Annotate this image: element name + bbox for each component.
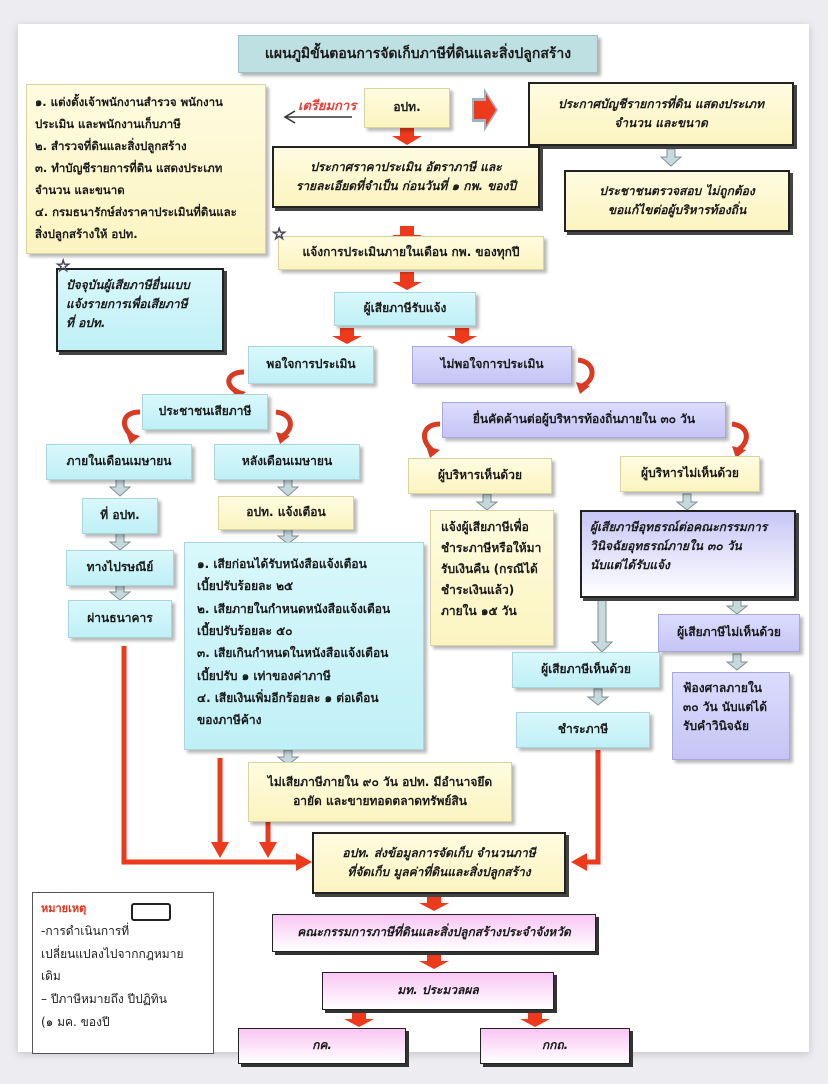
via-bank-node: ผ่านธนาคาร (68, 600, 172, 638)
satisfied-node: พอใจการประเมิน (248, 346, 374, 384)
people-pay-node: ประชาชนเสียภาษี (142, 394, 268, 430)
preparation-label: เตรียมการ (298, 99, 357, 114)
page-title: แผนภูมิขั้นตอนการจัดเก็บภาษีที่ดินและสิ่… (238, 35, 598, 73)
preparation-steps: ๑. แต่งตั้งเจ้าพนักงานสำรวจ พนักงาน ประเ… (26, 84, 266, 254)
penalties-node: ๑. เสียก่อนได้รับหนังสือแจ้งเตือน เบี้ยป… (184, 542, 424, 750)
appeal-node: ผู้เสียภาษีอุทธรณ์ต่อคณะกรรมการ วินิจฉัย… (580, 510, 796, 598)
node-line: รับเงินคืน (กรณีได้ (441, 562, 538, 576)
public-check-node: ประชาชนตรวจสอบ ไม่ถูกต้อง ขอแก้ไขต่อผู้บ… (564, 170, 790, 232)
star-icon: ☆ (55, 256, 71, 275)
penalty-line: ๑. เสียก่อนได้รับหนังสือแจ้งเตือน (197, 557, 367, 571)
node-line: ไม่เสียภาษีภายใน ๙๐ วัน อปท. มีอำนาจยึด (267, 774, 493, 789)
node-line: วินิจฉัยอุทธรณ์ภายใน ๓๐ วัน (590, 539, 742, 554)
kk-node: กค. (238, 1028, 406, 1064)
node-line: ประกาศบัญชีรายการที่ดิน แสดงประเภท (557, 96, 764, 111)
legend-line: เปลี่ยนแปลงไปจากกฎหมาย (41, 946, 184, 961)
penalty-line: ของภาษีค้าง (197, 713, 262, 728)
announce-price-node: ประกาศราคาประเมิน อัตราภาษี และ รายละเอี… (272, 146, 540, 208)
node-line: ๓๐ วัน นับแต่ได้ (683, 700, 767, 715)
prep-step: ๔. กรมธนารักษ์ส่งราคาประเมินที่ดินและ (35, 205, 237, 220)
penalty-line: เบี้ยปรับ ๑ เท่าของค่าภาษี (197, 668, 331, 683)
star-icon: ☆ (271, 224, 287, 243)
taxpayer-agree-node: ผู้เสียภาษีเห็นด้วย (512, 652, 660, 688)
node-line: ที่ อปท. (66, 316, 106, 331)
node-line: ผู้เสียภาษีอุทธรณ์ต่อคณะกรรมการ (590, 520, 768, 534)
legend-line: (๑ มค. ของปี (41, 1015, 110, 1030)
exec-disagree-node: ผู้บริหารไม่เห็นด้วย (620, 456, 760, 492)
exec-agree-node: ผู้บริหารเห็นด้วย (408, 458, 552, 494)
node-line: แจ้งผู้เสียภาษีเพื่อ (441, 520, 529, 534)
node-line: ปัจจุบันผู้เสียภาษียื่นแบบ (66, 278, 190, 292)
node-line: รายละเอียดที่จำเป็น ก่อนวันที่ ๑ กพ. ของ… (295, 179, 517, 193)
node-line: ที่จัดเก็บ มูลค่าที่ดินและสิ่งปลูกสร้าง (347, 865, 531, 879)
penalty-line: ๓. เสียเกินกำหนดในหนังสือแจ้งเตือน (197, 646, 389, 661)
at-opt-node: ที่ อปท. (82, 498, 158, 534)
seize-node: ไม่เสียภาษีภายใน ๙๐ วัน อปท. มีอำนาจยึด … (248, 762, 512, 822)
taxpayer-disagree-node: ผู้เสียภาษีไม่เห็นด้วย (658, 614, 800, 652)
not-satisfied-node: ไม่พอใจการประเมิน (412, 346, 572, 384)
node-line: อปท. ส่งข้อมูลการจัดเก็บ จำนวนภาษี (342, 845, 536, 860)
penalty-line: ๔. เสียเงินเพิ่มอีกร้อยละ ๑ ต่อเดือน (197, 690, 379, 705)
taxpayer-notified-node: ผู้เสียภาษีรับแจ้ง (334, 292, 476, 326)
refund-node: แจ้งผู้เสียภาษีเพื่อ ชำระภาษีหรือให้มา ร… (430, 510, 554, 646)
announce-list-node: ประกาศบัญชีรายการที่ดิน แสดงประเภท จำนวน… (528, 82, 794, 146)
opt-warn-node: อปท. แจ้งเตือน (218, 496, 354, 530)
node-line: ชำระภาษีหรือให้มา (441, 541, 542, 555)
node-line: ภายใน ๑๕ วัน (441, 604, 517, 618)
current-note-node: ปัจจุบันผู้เสียภาษียื่นแบบ แจ้งรายการเพื… (56, 268, 224, 352)
by-post-node: ทางไปรษณีย์ (66, 550, 174, 586)
penalty-line: ๒. เสียภายในกำหนดหนังสือแจ้งเตือน (197, 601, 391, 616)
after-april-node: หลังเดือนเมษายน (214, 444, 360, 480)
node-line: ชำระเงินแล้ว) (441, 583, 515, 597)
node-line: ประกาศราคาประเมิน อัตราภาษี และ (310, 159, 502, 174)
prep-step: ประเมิน และพนักงานเก็บภาษี (35, 117, 181, 132)
penalty-line: เบี้ยปรับร้อยละ ๒๕ (197, 579, 294, 594)
prep-step: จำนวน และขนาด (35, 183, 125, 198)
provincial-committee-node: คณะกรรมการภาษีที่ดินและสิ่งปลูกสร้างประจ… (272, 914, 596, 952)
node-line: รับคำวินิจฉัย (683, 719, 750, 734)
node-line: จำนวน และขนาด (614, 116, 708, 130)
legend-line: -การดำเนินการที่ (41, 923, 130, 938)
legend-line: – ปีภาษีหมายถึง ปีปฏิทิน (41, 992, 167, 1007)
kkth-node: กกถ. (480, 1028, 630, 1064)
node-line: ขอแก้ไขต่อผู้บริหารท้องถิ่น (607, 203, 747, 217)
opt-node: อปท. (364, 88, 450, 128)
objection-node: ยื่นคัดค้านต่อผู้บริหารท้องถิ่นภายใน ๓๐ … (442, 402, 726, 438)
prep-step: สิ่งปลูกสร้างให้ อปท. (35, 227, 138, 242)
legend-line: เดิม (41, 969, 61, 984)
penalty-line: เบี้ยปรับร้อยละ ๕๐ (197, 623, 293, 638)
send-data-node: อปท. ส่งข้อมูลการจัดเก็บ จำนวนภาษี ที่จั… (312, 832, 566, 894)
prep-step: ๒. สำรวจที่ดินและสิ่งปลูกสร้าง (35, 139, 187, 154)
notify-assessment-node: แจ้งการประเมินภายในเดือน กพ. ของทุกปี (278, 236, 544, 270)
node-line: ประชาชนตรวจสอบ ไม่ถูกต้อง (599, 183, 755, 198)
within-april-node: ภายในเดือนเมษายน (46, 444, 192, 480)
prep-step: ๑. แต่งตั้งเจ้าพนักงานสำรวจ พนักงาน (35, 95, 223, 109)
legend-frame-swatch (131, 903, 171, 921)
legend-header: หมายเหตุ (41, 902, 87, 915)
node-line: นับแต่ได้รับแจ้ง (590, 558, 670, 573)
prep-step: ๓. ทำบัญชีรายการที่ดิน แสดงประเภท (35, 161, 223, 176)
legend-box: หมายเหตุ -การดำเนินการที่ เปลี่ยนแปลงไปจ… (32, 892, 214, 1054)
node-line: แจ้งรายการเพื่อเสียภาษี (66, 297, 188, 312)
moi-process-node: มท. ประมวลผล (322, 972, 554, 1010)
court-node: ฟ้องศาลภายใน ๓๐ วัน นับแต่ได้ รับคำวินิจ… (672, 672, 790, 760)
pay-tax-node: ชำระภาษี (516, 712, 650, 748)
node-line: อายัด และขายทอดตลาดทรัพย์สิน (293, 794, 467, 808)
node-line: ฟ้องศาลภายใน (683, 681, 763, 695)
